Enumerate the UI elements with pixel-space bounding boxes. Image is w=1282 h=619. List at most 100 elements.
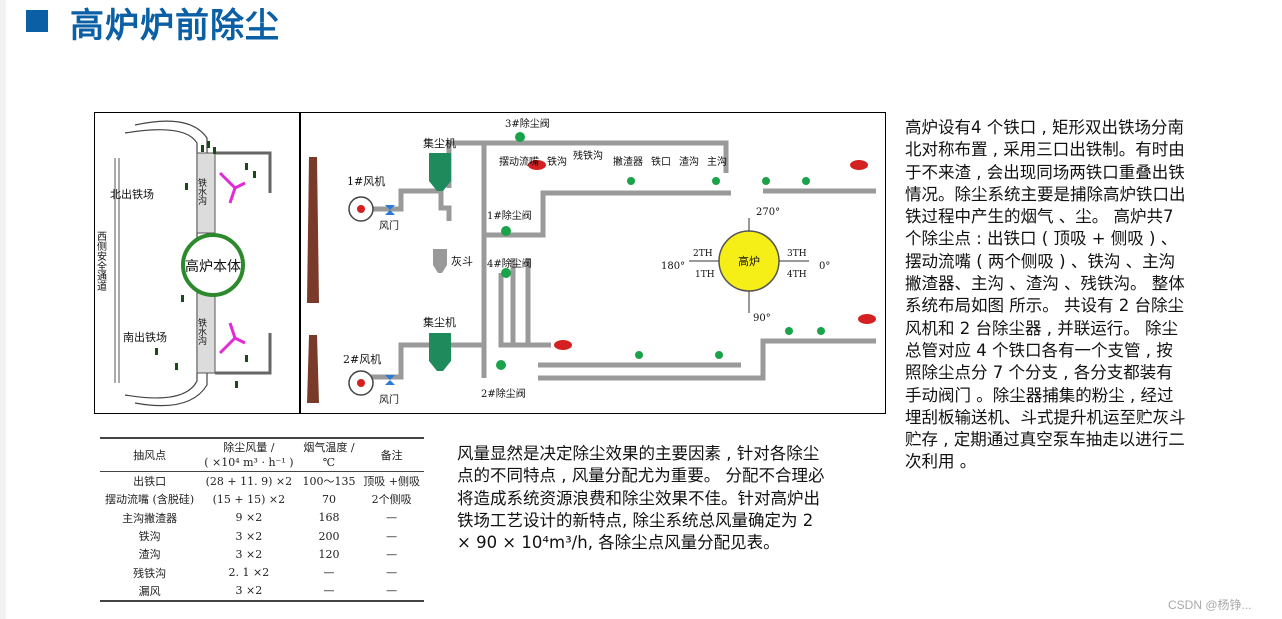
cell-temp: 120 [318, 547, 340, 561]
cell-volume: (28 + 11. 9) ×2 [205, 474, 293, 488]
furnace-plan-diagram: 北出铁场 南出铁场 高炉本体 西侧安全通道 铁水沟 铁水沟 [94, 112, 300, 414]
header-volume-title: 除尘风量 / [223, 441, 275, 454]
cell-temp: — [323, 566, 335, 580]
swing-spout-label: 摆动流嘴 [499, 155, 539, 168]
cell-volume: 9 ×2 [235, 511, 263, 525]
angle-270-label: 270° [756, 207, 780, 218]
title-bullet-icon [26, 10, 48, 32]
valve-4-label: 4#除尘阀 [487, 257, 532, 270]
worker-markers [155, 141, 256, 388]
plan-outline-bottom [134, 278, 208, 407]
collector-bottom-icon [429, 333, 451, 361]
cell-temp: 200 [318, 529, 340, 543]
taphole-3th-label: 3TH [787, 249, 807, 259]
angle-90-label: 90° [753, 313, 771, 324]
channel-top-shape [196, 152, 216, 234]
table-row: 漏风 3 ×2 — — [100, 582, 424, 602]
cell-note: — [386, 529, 398, 543]
header-temp: 烟气温度 / ℃ [299, 438, 360, 472]
taphole-2th-label: 2TH [693, 249, 713, 259]
table-row: 摆动流嘴 (含脱硅) (15 + 15) ×2 70 2个侧吸 [100, 490, 424, 508]
taphole-label: 铁口 [651, 155, 671, 168]
flow-labels: 1#风机 2#风机 集尘机 集尘机 灰斗 风门 风门 3#除尘阀 1#除尘阀 4… [343, 117, 830, 406]
header-note: 备注 [380, 448, 403, 462]
cell-volume: (15 + 15) ×2 [212, 492, 286, 506]
dust-removal-flow-diagram: 1#风机 2#风机 集尘机 集尘机 灰斗 风门 风门 3#除尘阀 1#除尘阀 4… [300, 112, 886, 414]
collector-top-icon [429, 153, 451, 181]
cell-temp: 70 [321, 492, 336, 506]
cell-volume: 3 ×2 [235, 584, 263, 598]
furnace-body-label: 高炉本体 [185, 258, 241, 275]
cell-volume: 2. 1 ×2 [228, 566, 270, 580]
airflow-distribution-table: 抽风点 除尘风量 / ( ×10⁴ m³ · h⁻¹ ) 烟气温度 / ℃ 备注… [100, 437, 424, 602]
cell-point: 出铁口 [133, 475, 167, 489]
collector-bottom-label: 集尘机 [423, 315, 456, 329]
table-row: 渣沟 3 ×2 120 — [100, 545, 424, 563]
cell-temp: 100～135 [302, 475, 356, 489]
cell-note: 2个侧吸 [371, 493, 412, 507]
residual-trough-label: 残铁沟 [573, 149, 603, 162]
hopper-label: 灰斗 [451, 254, 473, 268]
chimney-bottom-icon [307, 335, 319, 403]
slide-title: 高炉炉前除尘 [70, 6, 280, 46]
tapping-machine-bottom-icon [218, 322, 246, 355]
fan-2-label: 2#风机 [343, 352, 381, 366]
angle-0-label: 0° [819, 261, 830, 272]
airflow-description-text: 风量显然是决定除尘效果的主要因素 , 针对各除尘点的不同特点 , 风量分配尤为重… [457, 444, 825, 553]
taphole-4th-label: 4TH [787, 270, 807, 280]
cell-point: 渣沟 [138, 548, 161, 562]
hopper-icon [433, 249, 447, 265]
csdn-watermark: CSDN @杨铮... [1168, 598, 1252, 612]
cell-point: 主沟撇渣器 [122, 511, 178, 525]
table-row: 残铁沟 2. 1 ×2 — — [100, 563, 424, 581]
cell-point: 漏风 [138, 584, 161, 598]
left-edge-strip [0, 0, 6, 619]
valve-3-label: 3#除尘阀 [505, 117, 550, 130]
west-channel-label: 西侧安全通道 [95, 231, 107, 291]
cell-point: 铁沟 [138, 530, 161, 544]
cell-note: — [386, 566, 398, 580]
door-1-label: 风门 [379, 219, 399, 232]
door-2-label: 风门 [379, 393, 399, 406]
cell-volume: 3 ×2 [235, 529, 263, 543]
cell-note: — [386, 547, 398, 561]
cell-note: — [386, 584, 398, 598]
flow-svg: 1#风机 2#风机 集尘机 集尘机 灰斗 风门 风门 3#除尘阀 1#除尘阀 4… [307, 117, 876, 406]
cell-note: 顶吸 +侧吸 [363, 475, 421, 489]
header-volume-unit: ( ×10⁴ m³ · h⁻¹ ) [204, 456, 294, 469]
south-field-label: 南出铁场 [123, 330, 167, 344]
furnace-label: 高炉 [738, 254, 760, 268]
cell-note: — [386, 511, 398, 525]
channel-top-label: 铁水沟 [196, 177, 207, 206]
valve-1-label: 1#除尘阀 [487, 209, 532, 222]
fan-1-label: 1#风机 [347, 174, 385, 188]
iron-trough-label: 铁沟 [547, 155, 567, 168]
table-row: 铁沟 3 ×2 200 — [100, 527, 424, 545]
cell-point: 残铁沟 [133, 566, 167, 580]
slag-trough-label: 渣沟 [679, 155, 699, 168]
channel-bottom-label: 铁水沟 [196, 317, 207, 346]
system-description-text: 高炉设有4 个铁口 , 矩形双出铁场分南北对称布置 , 采用三口出铁制。有时由于… [905, 118, 1186, 472]
header-temp-unit: ℃ [322, 456, 336, 469]
table-header-row: 抽风点 除尘风量 / ( ×10⁴ m³ · h⁻¹ ) 烟气温度 / ℃ 备注 [100, 438, 424, 472]
header-volume: 除尘风量 / ( ×10⁴ m³ · h⁻¹ ) [199, 438, 298, 472]
skimmer-label: 撇渣器 [613, 155, 643, 168]
valve-markers [385, 132, 876, 385]
header-temp-title: 烟气温度 / [303, 441, 355, 454]
furnace-ring [181, 233, 245, 297]
angle-180-label: 180° [661, 261, 685, 272]
table-row: 出铁口 (28 + 11. 9) ×2 100～135 顶吸 +侧吸 [100, 472, 424, 491]
pipe-network [361, 140, 876, 381]
taphole-1th-label: 1TH [695, 270, 715, 280]
plan-outline-top [134, 120, 208, 248]
collector-top-label: 集尘机 [423, 136, 456, 150]
tapping-machine-top-icon [218, 171, 246, 204]
plan-svg: 北出铁场 南出铁场 高炉本体 西侧安全通道 铁水沟 铁水沟 [95, 120, 272, 407]
main-trough-label: 主沟 [707, 155, 727, 168]
cell-volume: 3 ×2 [235, 547, 263, 561]
valve-2-label: 2#除尘阀 [481, 387, 526, 400]
cell-point: 摆动流嘴 (含脱硅) [105, 493, 195, 507]
chimney-top-icon [307, 157, 319, 303]
north-field-label: 北出铁场 [110, 187, 154, 201]
cell-temp: 168 [318, 511, 340, 525]
